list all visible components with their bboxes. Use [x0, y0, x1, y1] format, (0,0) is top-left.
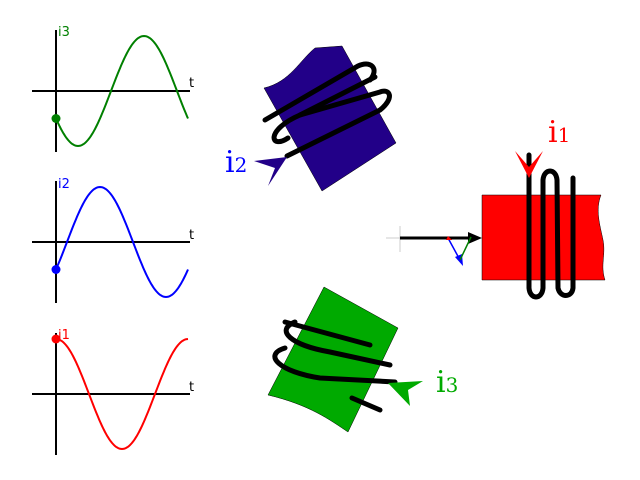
core-green — [267, 286, 399, 433]
start-point — [51, 114, 61, 123]
vector-i3 — [459, 236, 472, 261]
coil-label-i3: i3 — [436, 365, 458, 400]
graph-i2: i2 t — [32, 177, 194, 303]
coil-letter: i — [548, 115, 558, 150]
curve-i1 — [55, 338, 189, 451]
winding — [526, 152, 576, 300]
time-axis-label: t — [189, 76, 194, 91]
graph-label: i3 — [58, 25, 70, 40]
coil-subscript: 2 — [235, 153, 248, 177]
curve-i3 — [55, 34, 189, 148]
coil-letter: i — [436, 365, 446, 400]
coil-subscript: 3 — [446, 373, 459, 397]
resultant-field-vector — [386, 226, 482, 266]
time-axis-label: t — [189, 228, 194, 243]
coil-core-i3 — [267, 286, 423, 433]
core-blue — [263, 45, 397, 192]
graph-i1: i1 t — [32, 328, 194, 455]
start-point — [51, 334, 61, 344]
time-axis-label: t — [189, 380, 194, 395]
coil-letter: i — [225, 145, 235, 180]
arrow-head — [515, 151, 543, 178]
winding — [272, 319, 398, 413]
arrow-head — [388, 381, 423, 406]
coil-label-i2: i2 — [225, 145, 247, 180]
start-point — [51, 265, 61, 274]
coil-core-i2 — [254, 45, 397, 192]
graph-label: i2 — [58, 177, 70, 192]
winding — [262, 61, 392, 159]
coil-core-i1 — [481, 151, 606, 300]
coil-label-i1: i1 — [548, 115, 570, 150]
vector-i1 — [446, 236, 452, 240]
curve-i2 — [55, 185, 189, 299]
graph-i3: i3 t — [32, 25, 194, 152]
arrow-head — [254, 157, 287, 186]
coil-subscript: 1 — [558, 123, 571, 147]
graph-label: i1 — [58, 328, 70, 343]
